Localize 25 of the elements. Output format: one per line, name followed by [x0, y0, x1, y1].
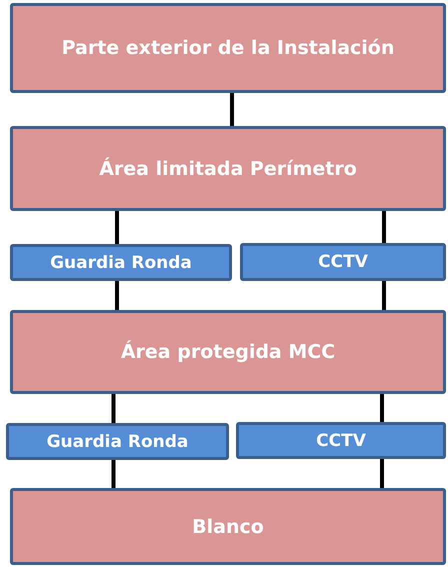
box-label: CCTV: [316, 430, 366, 450]
box-label: Guardia Ronda: [50, 252, 192, 272]
control-box: [10, 244, 232, 281]
box-label: Blanco: [192, 516, 264, 538]
control-box: [6, 423, 229, 460]
box-label: Parte exterior de la Instalación: [62, 37, 394, 59]
zone-box: [10, 3, 446, 93]
connector-line: [112, 394, 116, 423]
control-box: [240, 243, 446, 281]
connector-line: [115, 281, 119, 310]
connector-line: [382, 211, 386, 243]
connector-line: [380, 394, 384, 422]
zone-box: [10, 126, 446, 211]
connector-line: [115, 211, 119, 244]
zone-box: [10, 488, 446, 565]
connector-line: [230, 93, 234, 126]
box-label: Área limitada Perímetro: [99, 158, 357, 180]
box-label: Guardia Ronda: [46, 432, 188, 452]
box-label: Área protegida MCC: [120, 341, 336, 363]
connector-line: [382, 281, 386, 310]
control-box: [236, 422, 446, 459]
connector-line: [380, 459, 384, 488]
connector-line: [112, 460, 116, 488]
zone-box: [10, 310, 446, 394]
box-label: CCTV: [318, 252, 368, 272]
